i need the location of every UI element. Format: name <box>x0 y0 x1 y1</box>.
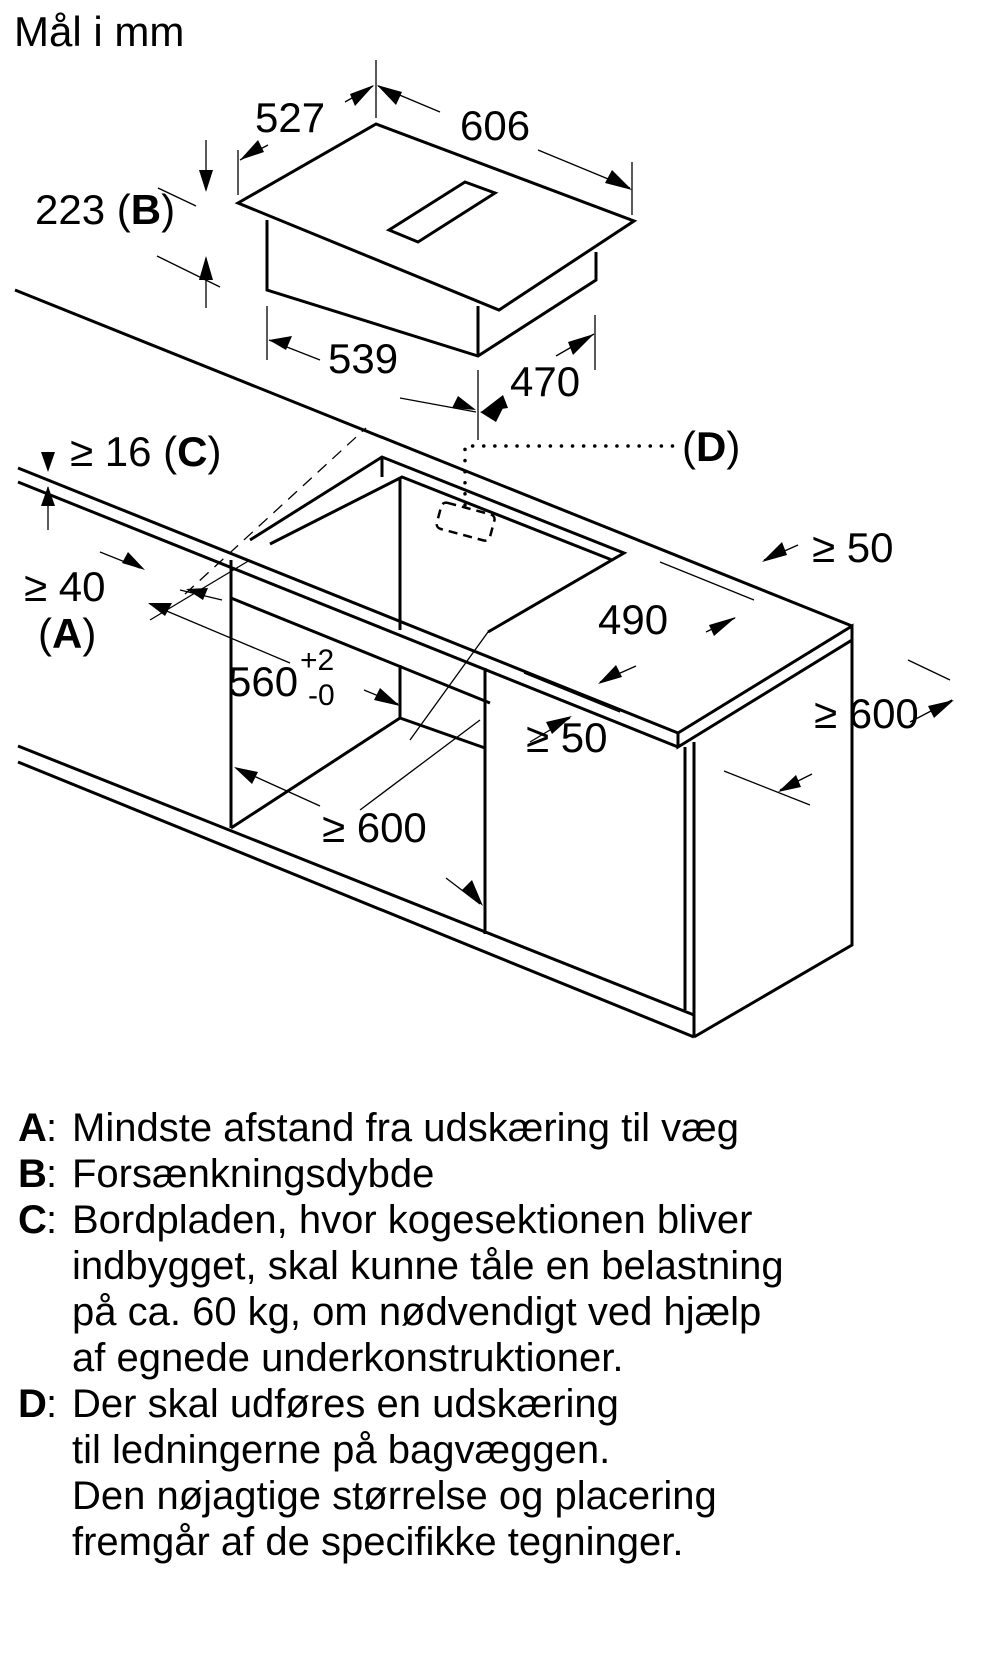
hob-dimension-lines <box>156 60 633 440</box>
legend-colon: : <box>46 1198 58 1242</box>
legend-item-b: B : Forsænkningsdybde <box>18 1151 978 1197</box>
legend: A : Mindste afstand fra udskæring til væ… <box>18 1105 978 1565</box>
dim-worktop-thickness: ≥ 16 (C) <box>70 428 221 475</box>
legend-item-d: D : Der skal udføres en udskæring til le… <box>18 1381 978 1565</box>
label-a: (A) <box>38 610 96 657</box>
legend-key: A <box>18 1106 47 1150</box>
legend-key: D <box>18 1382 47 1426</box>
hob-appliance <box>234 122 638 358</box>
dim-wall-distance: ≥ 40 <box>24 563 105 610</box>
legend-line: Der skal udføres en udskæring <box>72 1382 619 1426</box>
legend-colon: : <box>46 1152 58 1196</box>
legend-key: C <box>18 1198 47 1242</box>
legend-key: B <box>18 1152 47 1196</box>
legend-line: indbygget, skal kunne tåle en belastning <box>72 1244 784 1288</box>
dim-539: 539 <box>328 335 398 382</box>
tolerance-minus: -0 <box>308 679 335 712</box>
legend-item-c: C : Bordpladen, hvor kogesektionen blive… <box>18 1197 978 1381</box>
dim-470: 470 <box>510 358 580 405</box>
hob-vent-slot <box>385 180 499 244</box>
cable-opening <box>435 444 678 542</box>
legend-line: fremgår af de specifikke tegninger. <box>72 1520 684 1564</box>
dim-front-edge-min: ≥ 50 <box>526 714 607 761</box>
legend-colon: : <box>46 1382 58 1426</box>
dim-527: 527 <box>255 94 325 141</box>
legend-line: af egnede underkonstruktioner. <box>72 1336 624 1380</box>
hob-glass-top <box>234 122 638 312</box>
dim-worktop-depth-min: ≥ 600 <box>814 690 919 737</box>
dim-606: 606 <box>460 102 530 149</box>
worktop-cabinet <box>14 288 854 1039</box>
legend-line: Forsænkningsdybde <box>72 1152 435 1196</box>
legend-text: Forsænkningsdybde <box>72 1151 978 1197</box>
legend-line: Mindste afstand fra udskæring til væg <box>72 1106 739 1150</box>
page-title: Mål i mm <box>14 8 184 55</box>
tolerance-plus: +2 <box>300 644 334 677</box>
label-d: (D) <box>682 423 740 470</box>
legend-line: til ledningerne på bagvæggen. <box>72 1428 611 1472</box>
dim-rear-edge-min: ≥ 50 <box>812 524 893 571</box>
legend-text: Mindste afstand fra udskæring til væg <box>72 1105 978 1151</box>
legend-line: Den nøjagtige størrelse og placering <box>72 1474 717 1518</box>
legend-colon: : <box>46 1106 58 1150</box>
dim-cutout-width: 560 <box>228 658 298 705</box>
hob-body <box>265 220 598 358</box>
dim-cabinet-width-min: ≥ 600 <box>322 804 427 851</box>
legend-line: Bordpladen, hvor kogesektionen bliver <box>72 1198 753 1242</box>
dim-223: 223 (B) <box>35 186 175 233</box>
legend-item-a: A : Mindste afstand fra udskæring til væ… <box>18 1105 978 1151</box>
legend-line: på ca. 60 kg, om nødvendigt ved hjælp <box>72 1290 762 1334</box>
legend-text: Der skal udføres en udskæring til lednin… <box>72 1381 978 1565</box>
dim-cutout-depth: 490 <box>598 596 668 643</box>
wall-reference-line <box>184 427 367 595</box>
legend-text: Bordpladen, hvor kogesektionen bliver in… <box>72 1197 978 1381</box>
installation-diagram: Mål i mm <box>14 8 954 1039</box>
